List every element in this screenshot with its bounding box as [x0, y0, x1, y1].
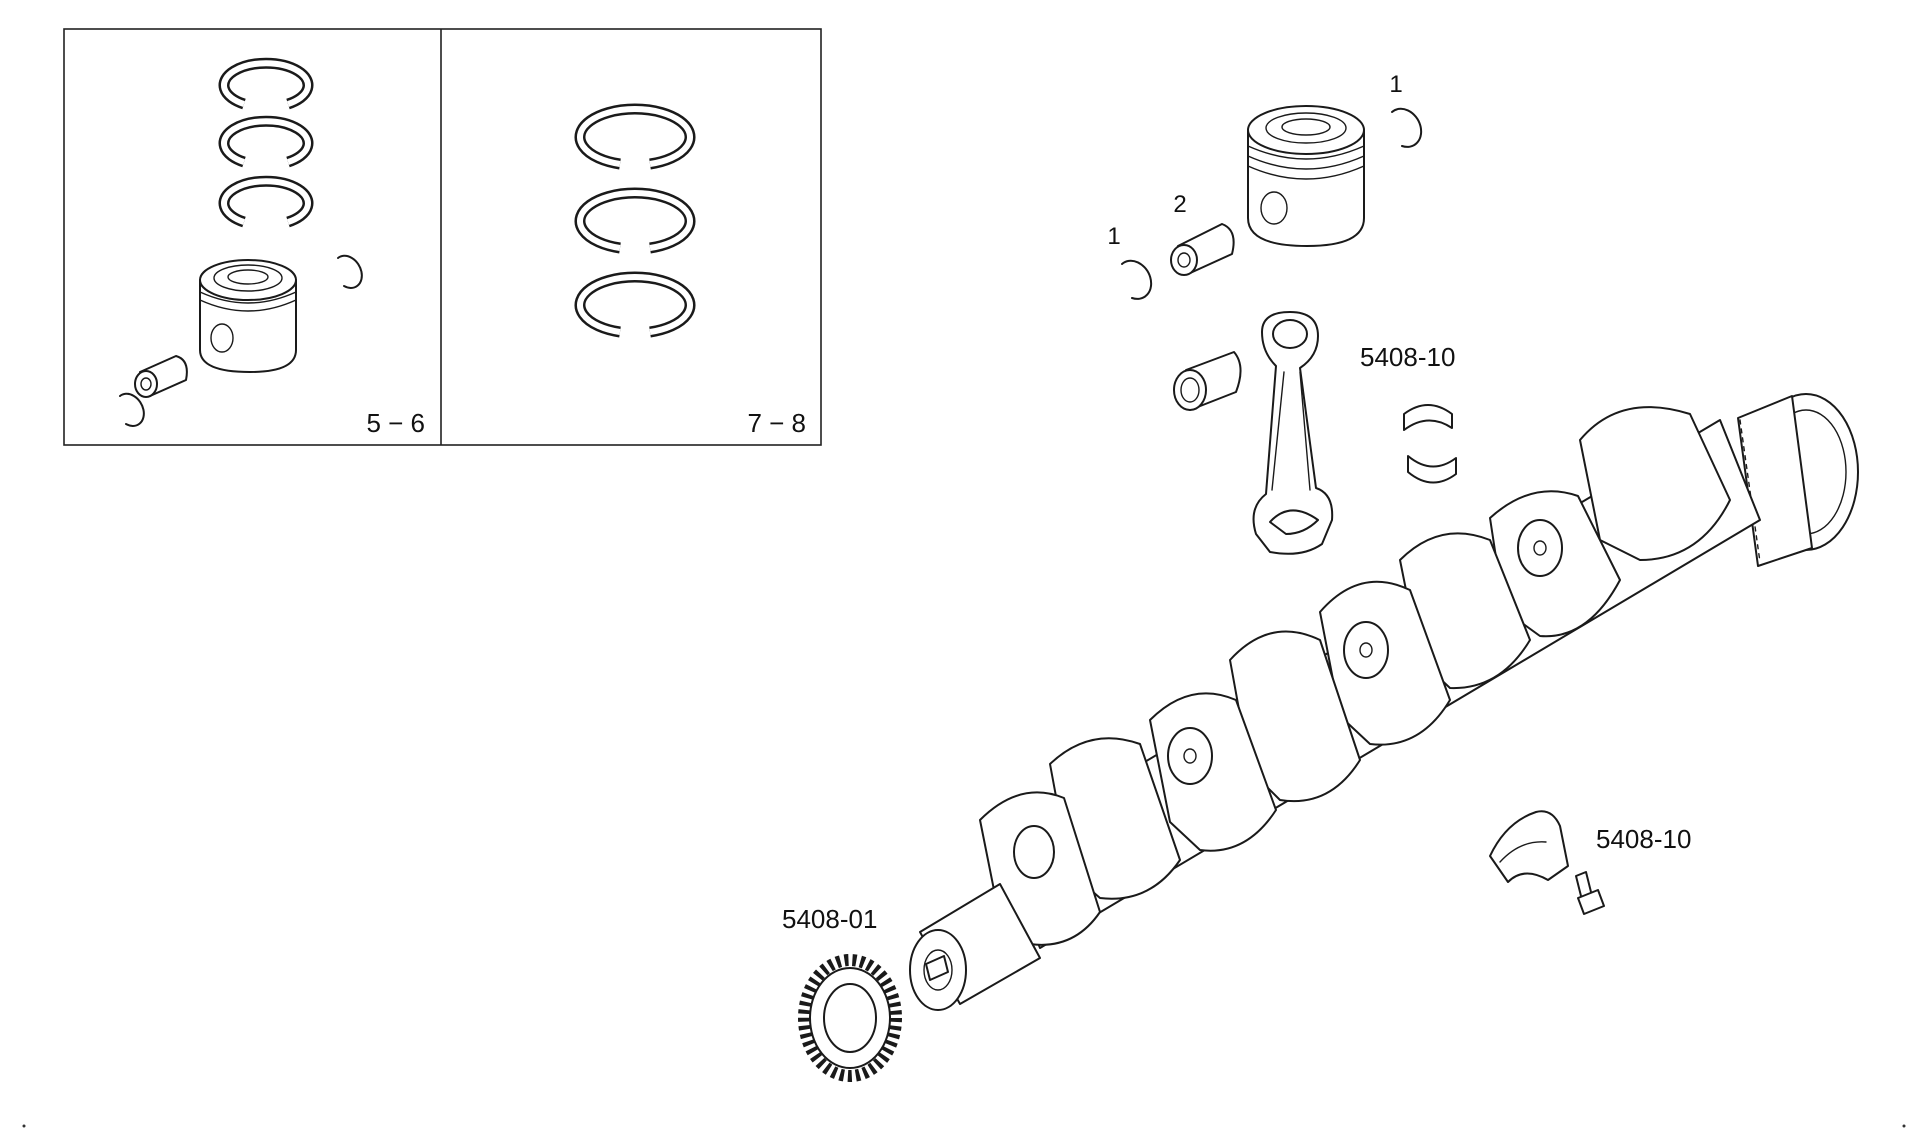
- piston-pin-icon: [134, 355, 188, 398]
- piston-ring-icon: [218, 57, 314, 110]
- callout-label: 5408-10: [1596, 824, 1691, 854]
- piston-ring-icon: [574, 271, 696, 338]
- rod-bearing-shell-icon: [1403, 404, 1457, 484]
- inset-panel-label: 5 − 6: [366, 408, 425, 438]
- piston-ring-icon: [218, 115, 314, 168]
- circlip-icon: [1121, 259, 1153, 300]
- rod-bushing-icon: [1173, 351, 1242, 411]
- bearing-bolt-icon: [1575, 871, 1605, 915]
- piston-ring-icon: [574, 187, 696, 254]
- inset-panel-piston-kit: 5 − 6: [119, 57, 425, 438]
- main-bearing-cap-icon: [1489, 810, 1569, 883]
- inset-panel-label: 7 − 8: [747, 408, 806, 438]
- callout-label: 2: [1173, 191, 1186, 218]
- page-dot: [22, 1124, 26, 1128]
- callout-label: 1: [1389, 71, 1402, 98]
- circlip-icon: [1391, 107, 1423, 148]
- connecting-rod-icon: [1252, 311, 1334, 555]
- callout-label: 1: [1107, 223, 1120, 250]
- crankshaft-gear-icon: [798, 954, 902, 1082]
- circlip-icon: [119, 392, 145, 427]
- callout-label: 5408-10: [1360, 342, 1455, 372]
- piston-icon: [199, 259, 297, 373]
- callout-label: 5408-01: [782, 904, 877, 934]
- circlip-icon: [337, 254, 363, 289]
- piston-ring-icon: [218, 175, 314, 228]
- piston-pin-icon: [1170, 223, 1235, 276]
- crankshaft-icon: [909, 393, 1859, 1011]
- page-dot: [1902, 1124, 1906, 1128]
- inset-panel-ring-set: 7 − 8: [574, 103, 806, 438]
- piston-ring-icon: [574, 103, 696, 170]
- piston-icon: [1247, 105, 1365, 247]
- inset-frame: [63, 28, 822, 446]
